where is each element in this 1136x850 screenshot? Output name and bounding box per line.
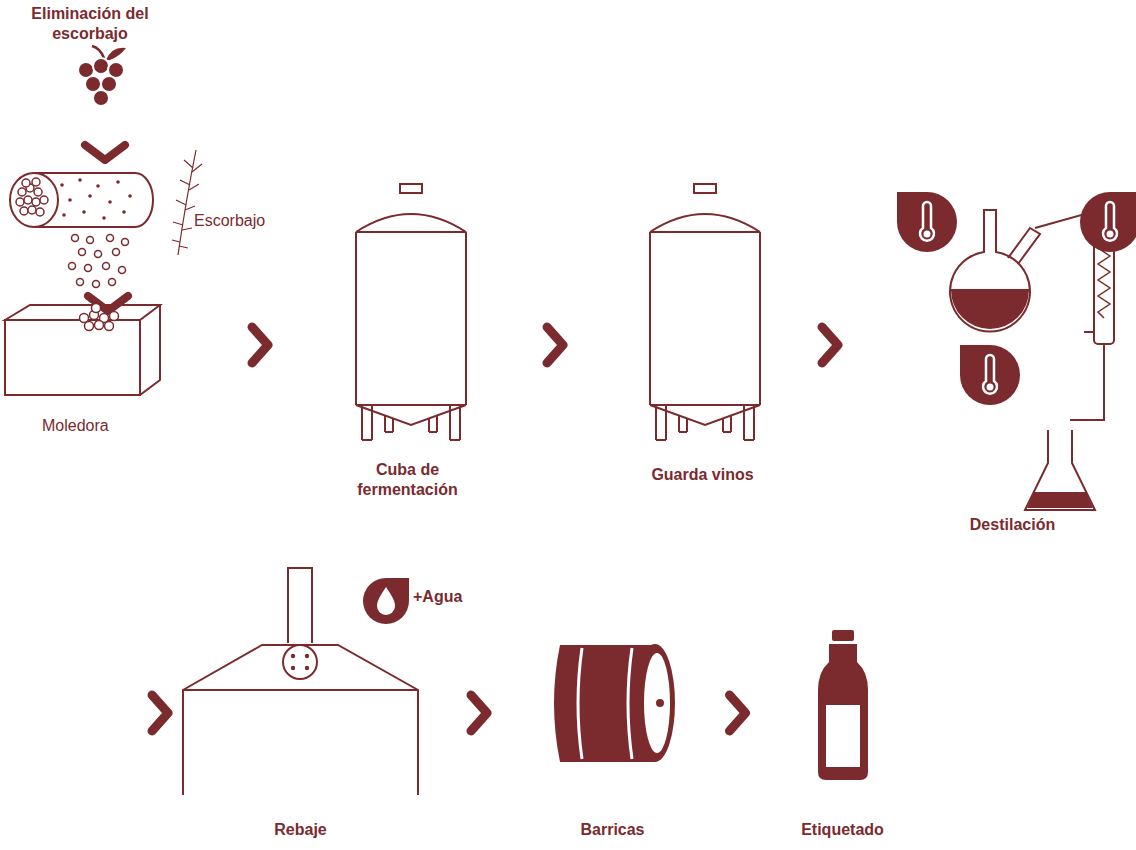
storage-tank [650,184,760,440]
flow-chevron [471,695,487,731]
part-label: +Agua [413,587,462,606]
stage-label: Cuba de fermentación [345,460,470,500]
part-label: Escorbajo [194,211,265,230]
stemming-stage: Eliminación del escorbajo [5,4,175,434]
arrow-head [152,695,168,731]
stage-label: Barricas [540,820,685,840]
down-chevron [85,145,125,160]
labelling-stage: Etiquetado [790,628,895,840]
fermentation-stage: Cuba de fermentación [345,180,470,500]
distillation-stage: Destilación [895,175,1130,535]
grapes-icon [78,46,126,106]
bottle-icon [818,630,868,780]
arrow-head [547,327,563,363]
stem-twig [172,150,202,255]
arrow-head [471,695,487,731]
flow-chevron [547,327,563,363]
stage-label: Destilación [895,515,1130,535]
arrow-head [730,695,746,731]
flow-chevron [152,695,168,731]
dilution-stage: Rebaje [183,565,418,840]
flow-chevron [822,327,838,363]
falling-grapes [69,235,129,288]
barrel-stage: Barricas [540,640,685,840]
stage-label: Rebaje [183,820,418,840]
stage-label: Eliminación del escorbajo [5,4,175,44]
distillation-apparatus [950,210,1124,510]
dilution-vessel [183,568,418,795]
arrow-head [252,327,268,363]
thermometer-badge [897,192,1136,405]
stage-label: Guarda vinos [640,465,765,485]
storage-stage: Guarda vinos [640,180,765,485]
flow-chevron [252,327,268,363]
fermentation-tank [356,184,466,440]
arrow-head [822,327,838,363]
barrel-icon [554,644,675,762]
crusher-box [5,304,160,396]
part-label: Moledora [42,416,109,435]
stemmer-drum [10,173,153,227]
water-drop-badge [363,578,409,624]
flow-chevron [730,695,746,731]
stage-label: Etiquetado [790,820,895,840]
